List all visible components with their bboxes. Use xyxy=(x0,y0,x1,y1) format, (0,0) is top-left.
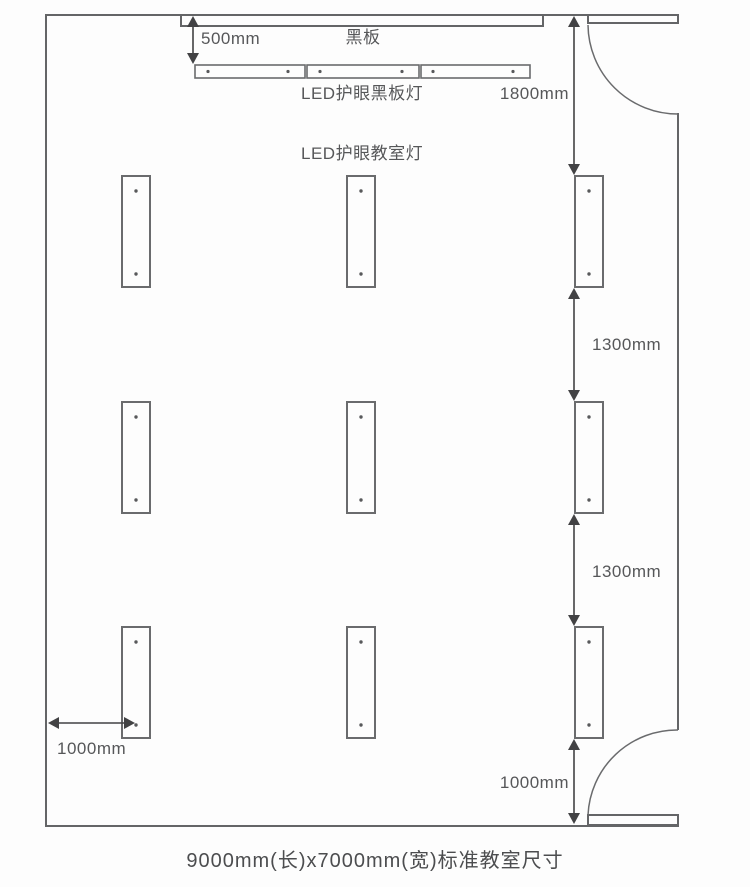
blackboard-light-segment-3 xyxy=(420,64,531,79)
classroom-light-r3c3 xyxy=(574,626,604,739)
classroom-light-r2c3 xyxy=(574,401,604,514)
classroom-light-r1c1 xyxy=(121,175,151,288)
classroom-light-r1c3 xyxy=(574,175,604,288)
dimension-1300mm-a xyxy=(568,288,580,401)
dimension-label-1000mm-bottom: 1000mm xyxy=(499,773,569,792)
dimension-label-500mm: 500mm xyxy=(201,29,261,48)
door-bottom-swing-arc xyxy=(587,729,679,816)
dimension-label-1300mm-b: 1300mm xyxy=(592,562,662,581)
door-bottom-right xyxy=(587,729,679,826)
dimension-1800mm xyxy=(568,16,580,175)
dimension-label-1300mm-a: 1300mm xyxy=(592,335,662,354)
blackboard xyxy=(180,14,544,27)
dimension-1000mm-bottom xyxy=(568,739,580,824)
blackboard-light-bar xyxy=(194,64,531,79)
blackboard-label: 黑板 xyxy=(345,28,381,47)
diagram-caption: 9000mm(长)x7000mm(宽)标准教室尺寸 xyxy=(186,850,564,872)
classroom-light-r2c2 xyxy=(346,401,376,514)
door-bottom-panel xyxy=(587,814,679,826)
dimension-500mm xyxy=(187,16,199,64)
room-walls xyxy=(45,14,679,827)
classroom-light-label: LED护眼教室灯 xyxy=(301,144,424,163)
door-top-swing-arc xyxy=(587,24,679,115)
classroom-light-r1c2 xyxy=(346,175,376,288)
blackboard-light-segment-1 xyxy=(194,64,306,79)
door-top-panel xyxy=(587,14,679,24)
dimension-1300mm-b xyxy=(568,514,580,626)
dimension-label-1000mm-left: 1000mm xyxy=(57,739,127,758)
classroom-light-r2c1 xyxy=(121,401,151,514)
blackboard-light-dots xyxy=(206,69,515,74)
dimension-label-1800mm: 1800mm xyxy=(499,84,569,103)
door-top-right xyxy=(587,14,679,115)
blackboard-light-label: LED护眼黑板灯 xyxy=(301,84,424,103)
dimension-lines xyxy=(48,16,580,824)
blackboard-light-segment-2 xyxy=(306,64,420,79)
classroom-lights xyxy=(121,175,604,739)
dimension-1000mm-left xyxy=(48,717,135,729)
classroom-light-r3c2 xyxy=(346,626,376,739)
